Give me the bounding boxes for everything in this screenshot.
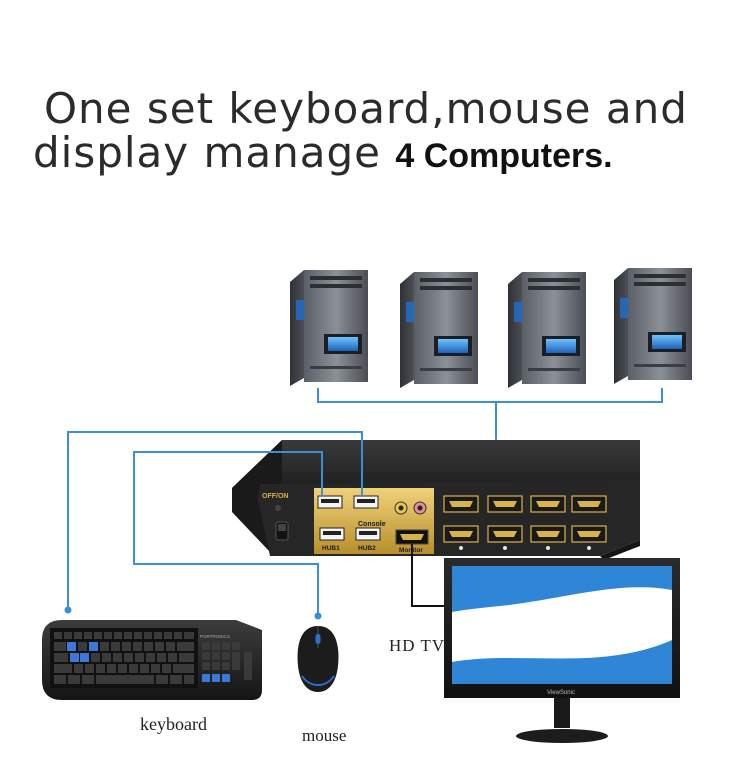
power-switch[interactable]: [275, 521, 289, 541]
monitor-neck: [554, 698, 570, 728]
keyboard-caption: keyboard: [140, 714, 207, 734]
power-led: [275, 505, 281, 511]
hdtv-caption: HD TV: [389, 636, 446, 655]
kvm-switch: OFF/ON Console HUB1 HUB2: [232, 440, 640, 560]
console-label: Console: [358, 521, 386, 528]
mouse-wheel: [315, 634, 321, 644]
wasd-keys: [67, 642, 98, 662]
power-label: OFF/ON: [262, 493, 288, 500]
mouse-cable-end: [314, 612, 322, 620]
keyboard: PORTRONICS: [42, 620, 262, 700]
monitor-base: [516, 729, 608, 743]
hdmi-in-port-4[interactable]: [571, 495, 607, 543]
usb-port-hub1[interactable]: [319, 527, 345, 541]
hub2-label: HUB2: [358, 545, 376, 552]
keyboard-brand: PORTRONICS: [200, 634, 230, 639]
headline-line-2-prefix: display manage: [33, 128, 396, 177]
monitor-brand: ViewSonic: [547, 690, 575, 696]
computer-tower-4: [614, 268, 692, 384]
keyboard-cable-end: [64, 606, 72, 614]
computer-tower-3: [508, 272, 586, 388]
usb-port-keyboard[interactable]: [317, 495, 343, 509]
usb-port-mouse[interactable]: [353, 495, 379, 509]
mouse: [297, 626, 339, 692]
hdmi-tv-cable: [411, 544, 446, 607]
hdmi-in-port-3[interactable]: [530, 495, 566, 543]
mouse-cable: [133, 451, 323, 614]
hd-tv-monitor: ViewSonic: [444, 558, 680, 743]
headline-line-1: One set keyboard,mouse and: [44, 84, 688, 133]
keyboard-cable: [67, 431, 363, 608]
hdmi-in-port-2[interactable]: [487, 495, 523, 543]
computer-tower-2: [400, 272, 478, 388]
mouse-caption: mouse: [302, 726, 347, 745]
hdmi-in-port-1[interactable]: [443, 495, 479, 543]
hdmi-out-port[interactable]: [395, 529, 429, 545]
headline-line-2: display manage 4 Computers.: [33, 128, 613, 177]
computer-tower-1: [290, 270, 368, 386]
hub1-label: HUB1: [322, 545, 340, 552]
usb-port-hub2[interactable]: [355, 527, 381, 541]
headline-emphasis: 4 Computers.: [395, 137, 613, 175]
